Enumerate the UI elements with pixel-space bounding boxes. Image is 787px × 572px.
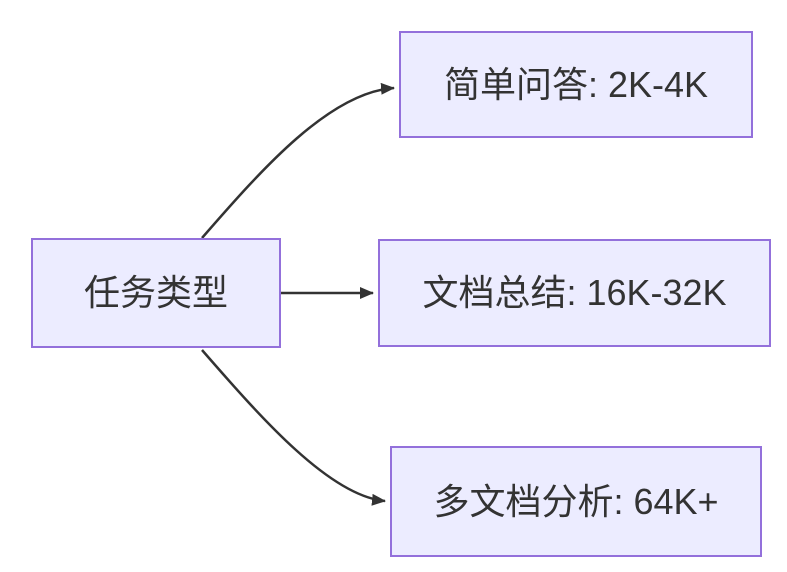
node-multi-doc: 多文档分析: 64K+ <box>390 446 762 557</box>
node-doc-summary-label: 文档总结: 16K-32K <box>422 272 727 314</box>
node-doc-summary: 文档总结: 16K-32K <box>378 239 771 347</box>
edge-task-type-to-simple-qa <box>201 82 395 239</box>
node-task-type-label: 任务类型 <box>83 272 228 314</box>
node-task-type: 任务类型 <box>31 238 281 348</box>
edge-task-type-to-multi-doc <box>201 349 386 506</box>
node-multi-doc-label: 多文档分析: 64K+ <box>433 480 719 522</box>
node-simple-qa-label: 简单问答: 2K-4K <box>443 63 709 105</box>
node-simple-qa: 简单问答: 2K-4K <box>399 31 753 138</box>
